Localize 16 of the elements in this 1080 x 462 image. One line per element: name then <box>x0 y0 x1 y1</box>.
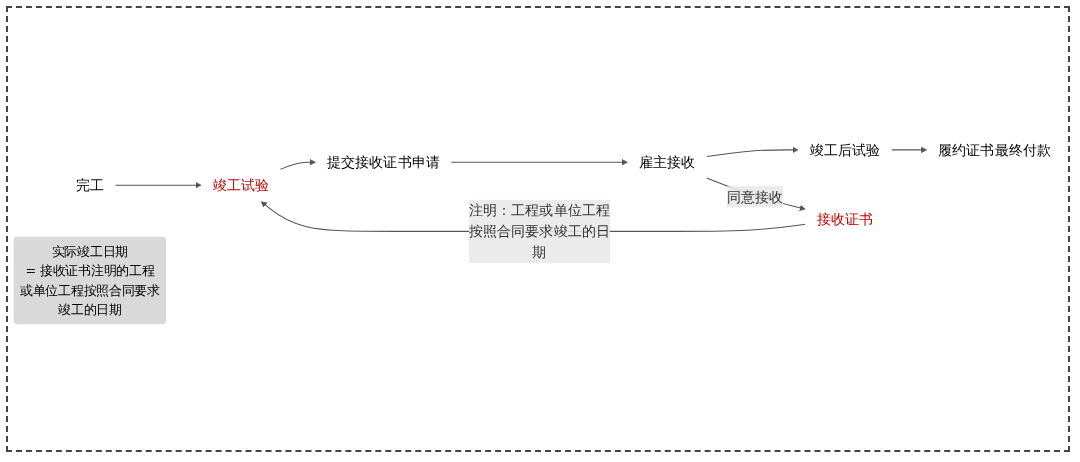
node-text: 雇主接收 <box>638 153 696 171</box>
node-text: 竣工试验 <box>212 176 270 194</box>
node-text: 竣工后试验 <box>809 141 881 159</box>
node-text: 提交接收证书申请 <box>327 153 440 171</box>
dashed-frame: 同意接收 注明：工程或单位工程按照合同要求竣工的日期 完工 竣工试验 提交接收证书申请 雇主接收 竣工后试验 履约证书最终付款 接收证书 实际竣工日期 = 接收证书注明的工程或单位工程按照合同要求竣工的日期 <box>6 6 1070 452</box>
arrow <box>279 159 316 170</box>
arrow <box>891 146 928 154</box>
node-box <box>13 236 167 325</box>
arrow <box>114 182 202 189</box>
arrow <box>450 159 628 166</box>
arrow <box>706 146 799 158</box>
edge-label: 同意接收 <box>726 188 784 206</box>
node-text: 完工 <box>75 176 104 194</box>
edge-label: 注明：工程或单位工程按照合同要求竣工的日期 <box>468 201 610 262</box>
node-text: 接收证书 <box>816 210 874 228</box>
node-text: 履约证书最终付款 <box>938 141 1052 159</box>
